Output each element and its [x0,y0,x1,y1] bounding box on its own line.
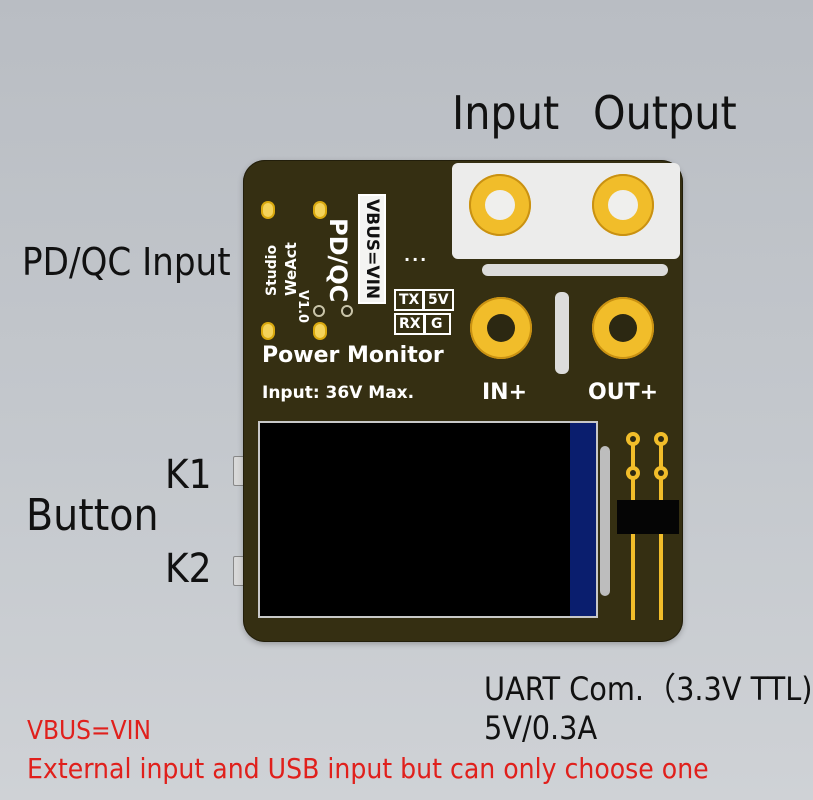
uart-pin-pad-2 [654,432,668,446]
component-dots: ... [404,246,429,265]
board-title: Power Monitor [262,343,444,368]
input-terminal[interactable] [469,174,531,236]
brand-bottom: Studio [264,244,280,296]
out-plus-pad[interactable] [592,297,654,359]
k2-label: K2 [165,546,212,592]
display-flex-cable [570,423,596,616]
via-hole-1 [313,305,325,317]
uart-pin-pad-1 [626,432,640,446]
in-plus-pad[interactable] [470,297,532,359]
uart-power-label: 5V/0.3A [484,709,598,747]
out-plus-label: OUT+ [588,380,659,405]
pdqc-pad-1 [263,203,273,217]
output-terminal[interactable] [592,174,654,236]
version-text: V1.0 [295,290,310,324]
output-label: Output [593,86,737,140]
pdqc-pad-2 [315,203,325,217]
model-text: PD/QC [324,218,352,303]
uart-pin-g: G [423,313,451,335]
via-hole-2 [341,305,353,317]
uart-pin-rx: RX [394,313,426,335]
uart-pin-pad-3 [626,466,640,480]
pdqc-pad-4 [315,324,325,338]
uart-pin-pad-4 [654,466,668,480]
board-input-rating: Input: 36V Max. [262,383,415,403]
pdqc-input-label: PD/QC Input [22,240,231,284]
in-plus-label: IN+ [482,380,528,405]
display-slot [600,446,610,596]
uart-pin-tx: TX [394,289,425,311]
uart-connector[interactable] [617,500,679,534]
oled-display [258,421,598,618]
button-label: Button [26,490,159,541]
brand-top: WeAct [282,242,300,296]
slot-horizontal [482,264,668,276]
pdqc-pad-3 [263,324,273,338]
vbus-tag: VBUS=VIN [358,194,386,305]
slot-vertical [555,292,569,374]
input-label: Input [452,86,560,140]
note-choose-one-line: External input and USB input but can onl… [27,752,709,785]
k1-label: K1 [165,452,212,498]
note-vbus-line: VBUS=VIN [27,716,152,746]
uart-pin-5v: 5V [423,289,454,311]
uart-label: UART Com.（3.3V TTL) [484,670,813,708]
